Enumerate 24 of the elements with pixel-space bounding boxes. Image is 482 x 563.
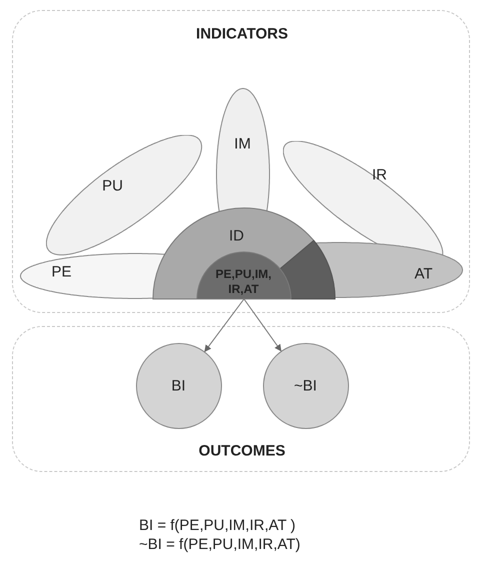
arrow [244,298,282,352]
arrow [204,298,244,352]
formula-text: BI = f(PE,PU,IM,IR,AT ) [139,517,296,534]
petal-shape [316,242,464,298]
node-label: PE,PU,IM, IR,AT [214,266,272,296]
node-label: IR [372,166,387,183]
dashed-panel [12,10,470,313]
panel-heading: OUTCOMES [198,442,286,460]
petal-shape [282,140,444,254]
dashed-panel [12,326,470,472]
petal-shape [20,252,164,300]
node-label: PU [102,177,123,194]
node-label: AT [414,265,433,282]
outcome-circle [262,342,348,428]
outcome-circle [136,342,222,428]
petal-shape [46,134,202,256]
petal-shape [216,88,270,212]
node-label: BI [171,377,186,394]
panel-heading: INDICATORS [196,26,288,42]
node-label: ID [229,227,244,244]
node-label: IM [234,135,251,152]
formula-text: ~BI = f(PE,PU,IM,IR,AT) [139,536,300,553]
node-label: PE [52,263,72,280]
node-label: ~BI [294,377,317,394]
